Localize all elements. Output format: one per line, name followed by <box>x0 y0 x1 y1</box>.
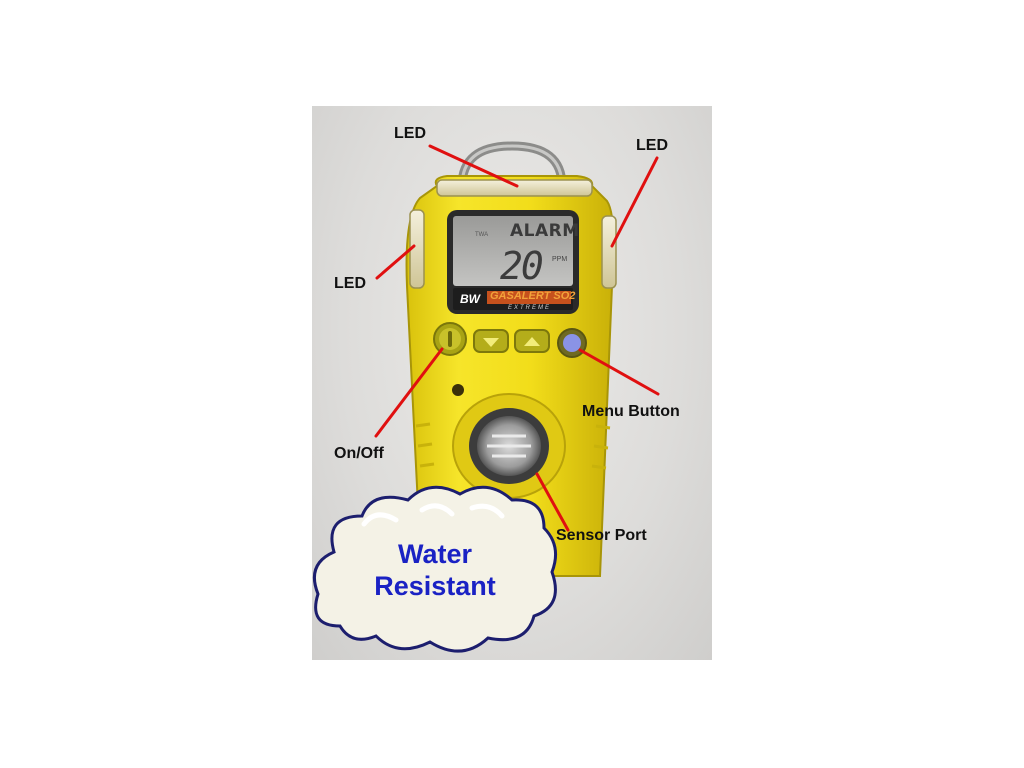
menu-dot-icon[interactable] <box>563 334 581 352</box>
grip-ridges <box>415 422 611 470</box>
badge-text: Water Resistant <box>340 538 530 602</box>
brand-subtitle: EXTREME <box>508 305 552 311</box>
brand-name: GASALERT SO2 <box>490 290 576 302</box>
lcd-unit: PPM <box>552 256 568 263</box>
top-led <box>436 179 593 197</box>
down-arrow-icon[interactable] <box>483 338 499 347</box>
brand-logo: BW <box>460 292 480 306</box>
lcd-alarm-text: ALARM <box>510 221 580 241</box>
callout-on-off: On/Off <box>334 445 384 462</box>
badge-line-1: Water <box>397 539 472 569</box>
lcd-reading: 20 <box>500 244 544 288</box>
callout-menu-button: Menu Button <box>582 403 680 420</box>
sensor-port <box>452 393 566 499</box>
power-icon[interactable] <box>439 328 461 350</box>
water-resistant-badge <box>313 485 558 653</box>
callout-led-right: LED <box>636 137 668 154</box>
gas-detector-illustration <box>313 141 660 653</box>
lcd-screen <box>453 216 573 286</box>
callout-led-top: LED <box>394 125 426 142</box>
callout-pointers <box>374 144 660 532</box>
right-led <box>601 215 617 289</box>
lcd-small-label: TWA <box>475 232 489 238</box>
up-arrow-icon[interactable] <box>524 337 540 346</box>
badge-line-2: Resistant <box>374 571 496 601</box>
callout-sensor-port: Sensor Port <box>556 527 647 544</box>
clip-ring <box>457 141 567 187</box>
callout-led-left: LED <box>334 275 366 292</box>
product-photo: TWA ALARM 20 PPM BW GASALERT SO2 EXTREME… <box>312 106 712 660</box>
vent-hole <box>452 384 464 396</box>
